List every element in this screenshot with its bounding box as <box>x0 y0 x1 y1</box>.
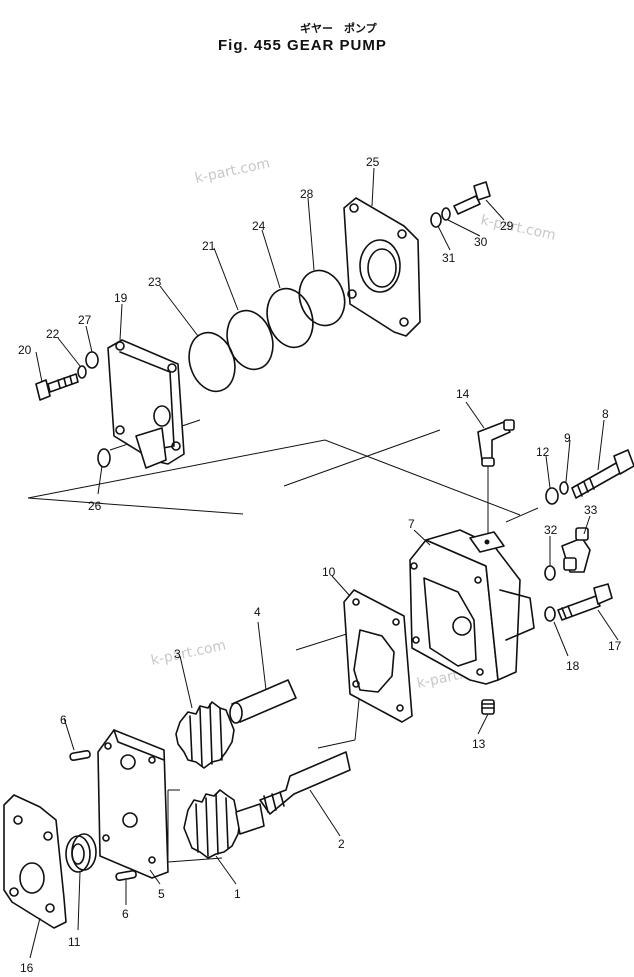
part-30-lock-washer <box>441 207 451 221</box>
part-18-washer <box>544 606 556 622</box>
callout-4: 4 <box>254 605 261 619</box>
callout-7: 7 <box>408 517 415 531</box>
callout-20: 20 <box>18 343 32 357</box>
callout-30: 30 <box>474 235 488 249</box>
part-28-o-ring <box>298 269 346 327</box>
callout-22: 22 <box>46 327 60 341</box>
callout-5: 5 <box>158 887 165 901</box>
part-29-bolt <box>453 181 491 215</box>
part-16-plate <box>3 794 67 929</box>
callout-leaders <box>29 167 619 959</box>
page-title: Fig. 455 GEAR PUMP <box>218 37 387 54</box>
callout-14: 14 <box>456 387 470 401</box>
callout-32: 32 <box>544 523 558 537</box>
callout-23: 23 <box>148 275 162 289</box>
part-6-dowel-pin <box>115 869 137 882</box>
watermark: k-part.com <box>479 212 557 244</box>
part-12-washer <box>545 487 559 505</box>
callout-10: 10 <box>322 565 336 579</box>
callout-33: 33 <box>584 503 598 517</box>
callout-6: 6 <box>122 907 129 921</box>
callout-numbers: 1 2 3 4 5 6 6 7 8 9 10 11 12 13 14 16 17… <box>18 155 622 975</box>
part-11-bushing <box>65 833 97 873</box>
part-7-pump-body <box>409 529 535 685</box>
callout-31: 31 <box>442 251 456 265</box>
part-8-bolt <box>571 449 634 499</box>
part-4-shaft <box>229 679 297 724</box>
part-23-o-ring <box>188 331 236 393</box>
callout-11: 11 <box>68 935 81 949</box>
part-5-end-plate <box>97 729 169 879</box>
part-3-drive-gear <box>175 701 235 769</box>
part-26-o-ring <box>97 448 111 468</box>
callout-19: 19 <box>114 291 128 305</box>
part-25-flange-cover <box>343 197 421 337</box>
watermark: k-part.com <box>150 637 228 669</box>
part-32-o-ring <box>544 565 556 581</box>
part-27-washer <box>85 351 99 369</box>
callout-27: 27 <box>78 313 92 327</box>
callout-9: 9 <box>564 431 571 445</box>
part-2-splined-shaft <box>259 751 351 815</box>
callout-29: 29 <box>500 219 514 233</box>
part-19-cover <box>107 339 185 469</box>
part-24-o-ring <box>266 287 314 349</box>
part-1-driven-gear <box>183 789 265 859</box>
callout-8: 8 <box>602 407 609 421</box>
part-31-washer <box>430 212 442 228</box>
part-14-elbow-fitting <box>477 419 515 467</box>
part-6-dowel-pin <box>69 749 91 762</box>
callout-13: 13 <box>472 737 486 751</box>
callout-24: 24 <box>252 219 266 233</box>
callout-28: 28 <box>300 187 314 201</box>
part-10-gasket <box>343 589 413 723</box>
part-22-lock-washer <box>77 365 87 379</box>
callout-1: 1 <box>234 887 241 901</box>
callout-17: 17 <box>608 639 622 653</box>
title-japanese: ギヤー ポンプ <box>300 21 378 35</box>
part-33-elbow-fitting <box>561 527 591 573</box>
callout-3: 3 <box>174 647 181 661</box>
callout-2: 2 <box>338 837 345 851</box>
part-17-bolt <box>557 583 613 621</box>
callout-21: 21 <box>202 239 216 253</box>
part-13-plug <box>481 699 495 715</box>
callout-12: 12 <box>536 445 550 459</box>
callout-16: 16 <box>20 961 34 975</box>
callout-6: 6 <box>60 713 67 727</box>
watermark: k-part.com <box>194 155 272 187</box>
callout-26: 26 <box>88 499 102 513</box>
part-9-lock-washer <box>559 481 569 495</box>
part-20-bolt <box>35 373 79 401</box>
callout-18: 18 <box>566 659 580 673</box>
part-21-o-ring <box>226 309 274 371</box>
callout-25: 25 <box>366 155 380 169</box>
